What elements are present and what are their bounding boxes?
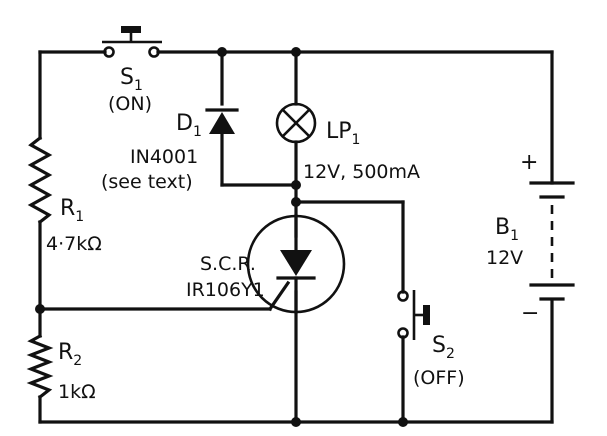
d1-part: IN4001 (130, 146, 198, 168)
b1-minus: − (521, 301, 539, 326)
lp1-rating: 12V, 500mA (303, 161, 420, 183)
switch-s2 (397, 290, 430, 340)
scr-part: IR106Y1 (186, 279, 265, 301)
scr-thyristor (246, 214, 346, 314)
s1-contact-left (103, 46, 115, 58)
junctions (35, 47, 408, 427)
s2-state: (OFF) (413, 367, 465, 389)
lamp-lp1 (275, 102, 317, 144)
lamp-body (275, 102, 317, 144)
junction-s2-bottom (398, 417, 408, 427)
junction-scr-bottom (291, 417, 301, 427)
r2-value: 1kΩ (58, 381, 96, 403)
r2-zigzag (26, 333, 54, 400)
junction-r1-r2 (35, 304, 45, 314)
d1-label: D1 (176, 111, 202, 140)
diode-d1 (205, 108, 239, 134)
r1-value: 4·7kΩ (46, 233, 102, 255)
r1-zigzag (27, 135, 53, 225)
lamp-cross-b (282, 109, 310, 137)
scr-gate-lead (267, 280, 291, 312)
b1-voltage: 12V (486, 247, 523, 269)
s1-button (121, 26, 141, 33)
scr-triangle (280, 250, 312, 276)
s2-button (423, 305, 430, 325)
s2-contact-bottom (397, 327, 409, 339)
resistor-r1 (27, 135, 53, 225)
junction-diode-lamp (291, 180, 301, 190)
r2-label: R2 (58, 340, 82, 369)
diode-triangle (209, 112, 235, 134)
scr-label: S.C.R. (200, 253, 256, 275)
junction-s2 (291, 197, 301, 207)
s1-contact-right (148, 46, 160, 58)
s1-state: (ON) (108, 93, 152, 115)
resistor-r2 (26, 333, 54, 400)
battery-b1 (529, 181, 575, 301)
switch-s1 (102, 26, 162, 58)
b1-plus: + (520, 150, 538, 175)
r1-label: R1 (60, 196, 84, 225)
junction-lamp-top (291, 47, 301, 57)
s1-label: S1 (120, 65, 143, 94)
s2-label: S2 (432, 333, 455, 362)
lp1-label: LP1 (326, 119, 360, 148)
b1-label: B1 (495, 215, 519, 244)
s2-contact-top (397, 290, 409, 302)
d1-note: (see text) (101, 171, 193, 193)
junction-diode-top (217, 47, 227, 57)
